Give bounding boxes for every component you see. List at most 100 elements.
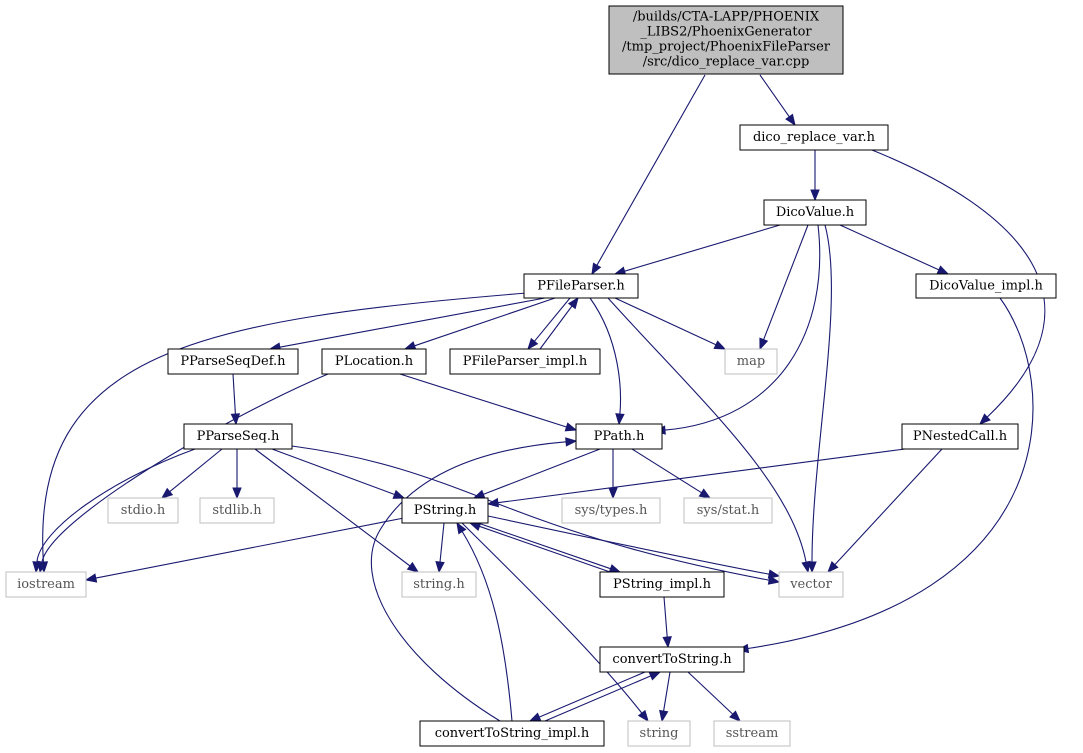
edge-arrowhead [936, 265, 950, 275]
edge-PFileParser_h-to-map [614, 297, 727, 350]
node-pfileparser-h[interactable]: PFileParser.h [523, 273, 639, 299]
edge-line [279, 297, 546, 348]
node-dicovalue-impl-h[interactable]: DicoValue_impl.h [915, 273, 1057, 299]
node-sstream[interactable]: sstream [713, 720, 791, 747]
edge-arrowhead [456, 521, 467, 535]
edge-line [664, 224, 821, 431]
node-converttostring-h[interactable]: convertToString.h [599, 646, 745, 673]
edge-line [36, 448, 196, 563]
edge-PPath_h-to-sys_types_h [608, 449, 618, 500]
node-label: PString_impl.h [613, 577, 712, 592]
edge-line [483, 448, 601, 495]
edge-line [254, 448, 411, 567]
node-map[interactable]: map [724, 348, 778, 375]
edge-PParseSeqDef_h-to-PParseSeq_h [230, 373, 241, 426]
node-pparseseq-h[interactable]: PParseSeq.h [183, 423, 293, 450]
edge-line [487, 515, 770, 575]
edge-arrowhead [979, 413, 991, 425]
edge-line [871, 149, 1046, 418]
node-root-file[interactable]: /builds/CTA-LAPP/PHOENIX _LIBS2/PhoenixG… [608, 5, 844, 75]
edge-arrowhead [713, 340, 727, 350]
edge-arrowhead [759, 337, 769, 351]
edge-line [763, 224, 809, 340]
edge-PParseSeq_h-to-stdlib_h [232, 449, 242, 500]
edge-PLocation_h-to-PPath_h [399, 373, 578, 432]
root-line-3: /tmp_project/PhoenixFileParser [622, 40, 831, 55]
edge-arrowhead [729, 710, 741, 722]
node-sys-types-h[interactable]: sys/types.h [561, 497, 661, 524]
node-sys-stat-h[interactable]: sys/stat.h [683, 497, 773, 524]
edge-PFileParser_h-to-PParseSeqDef_h [268, 297, 546, 352]
edge-PString_h-to-PString_impl_h [477, 522, 622, 574]
edge-PLocation_h-to-iostream [37, 373, 329, 574]
root-line-2: _LIBS2/PhoenixGenerator [640, 25, 812, 40]
edge-DicoValue_h-to-PPath_h [653, 224, 821, 435]
node-label: sstream [726, 726, 779, 741]
edge-arrowhead [810, 189, 820, 202]
edge-arrowhead [591, 262, 602, 276]
edge-arrowhead [392, 489, 406, 499]
edge-PParseSeq_h-to-stdio_h [160, 448, 223, 499]
node-plocation-h[interactable]: PLocation.h [321, 348, 427, 375]
node-iostream[interactable]: iostream [5, 571, 87, 598]
edge-arrowhead [160, 487, 174, 499]
edge-line [477, 522, 611, 570]
edge-PParseSeq_h-to-iostream [32, 448, 196, 574]
node-dicovalue-h[interactable]: DicoValue.h [763, 199, 867, 226]
node-dico-replace-var-h[interactable]: dico_replace_var.h [739, 124, 889, 151]
edge-convertToString_h-to-string [659, 671, 671, 723]
edge-arrowhead [807, 561, 817, 574]
edge-line [479, 525, 611, 573]
edge-line [839, 224, 940, 271]
node-vector[interactable]: vector [778, 571, 844, 598]
node-string[interactable]: string [627, 720, 691, 747]
node-pstring-impl-h[interactable]: PString_impl.h [599, 571, 725, 598]
edge-line [747, 297, 1034, 650]
node-label: dico_replace_var.h [753, 130, 876, 145]
edge-DicoValue_h-to-map [759, 224, 809, 351]
edge-line [631, 448, 702, 494]
node-string-h[interactable]: string.h [401, 571, 477, 598]
node-stdlib-h[interactable]: stdlib.h [199, 497, 275, 524]
edge-line [687, 671, 734, 715]
node-label: PPath.h [594, 429, 645, 444]
node-label: DicoValue.h [776, 205, 855, 220]
node-label: PLocation.h [335, 354, 414, 369]
edge-convertToString_impl_h-to-PPath_h [370, 437, 578, 722]
edge-arrowhead [659, 709, 669, 723]
edge-PString_h-to-iostream [84, 517, 405, 583]
node-label: DicoValue_impl.h [929, 279, 1043, 294]
edge-arrowhead [615, 413, 625, 426]
edge-arrowhead [767, 575, 781, 585]
edge-line [41, 373, 329, 563]
node-pparseseqdef-h[interactable]: PParseSeqDef.h [167, 348, 299, 375]
edge-line [759, 74, 790, 118]
edge-arrowhead [565, 437, 578, 447]
edge-PFileParser_impl_h-to-PFileParser_h [539, 296, 579, 350]
node-pstring-h[interactable]: PString.h [401, 497, 489, 524]
node-pnestedcall-h[interactable]: PNestedCall.h [901, 423, 1019, 450]
edge-arrowhead [567, 296, 579, 310]
edge-arrowhead [435, 561, 445, 574]
edge-convertToString_h-to-sstream [687, 671, 741, 722]
node-label: vector [789, 577, 832, 592]
edge-arrowhead [608, 487, 618, 500]
edge-arrowhead [785, 113, 796, 127]
node-pfileparser-impl-h[interactable]: PFileParser_impl.h [449, 348, 601, 375]
edge-arrowhead [403, 341, 417, 351]
edge-line [439, 522, 445, 563]
edge-PFileParser_h-to-PFileParser_impl_h [527, 297, 571, 351]
edge-line [614, 297, 717, 346]
node-ppath-h[interactable]: PPath.h [575, 423, 663, 450]
edge-arrowhead [232, 487, 242, 500]
node-label: PNestedCall.h [913, 429, 1008, 444]
edge-line [461, 531, 513, 722]
node-stdio-h[interactable]: stdio.h [107, 497, 179, 524]
edge-PString_impl_h-to-PString_h [468, 521, 611, 573]
edge-line [663, 671, 671, 712]
edge-arrowhead [767, 569, 781, 579]
edge-PParseSeq_h-to-PString_h [271, 448, 406, 499]
node-converttostring-impl-h[interactable]: convertToString_impl.h [419, 720, 605, 747]
edge-line [399, 373, 567, 428]
root-line-1: /builds/CTA-LAPP/PHOENIX [633, 10, 820, 25]
